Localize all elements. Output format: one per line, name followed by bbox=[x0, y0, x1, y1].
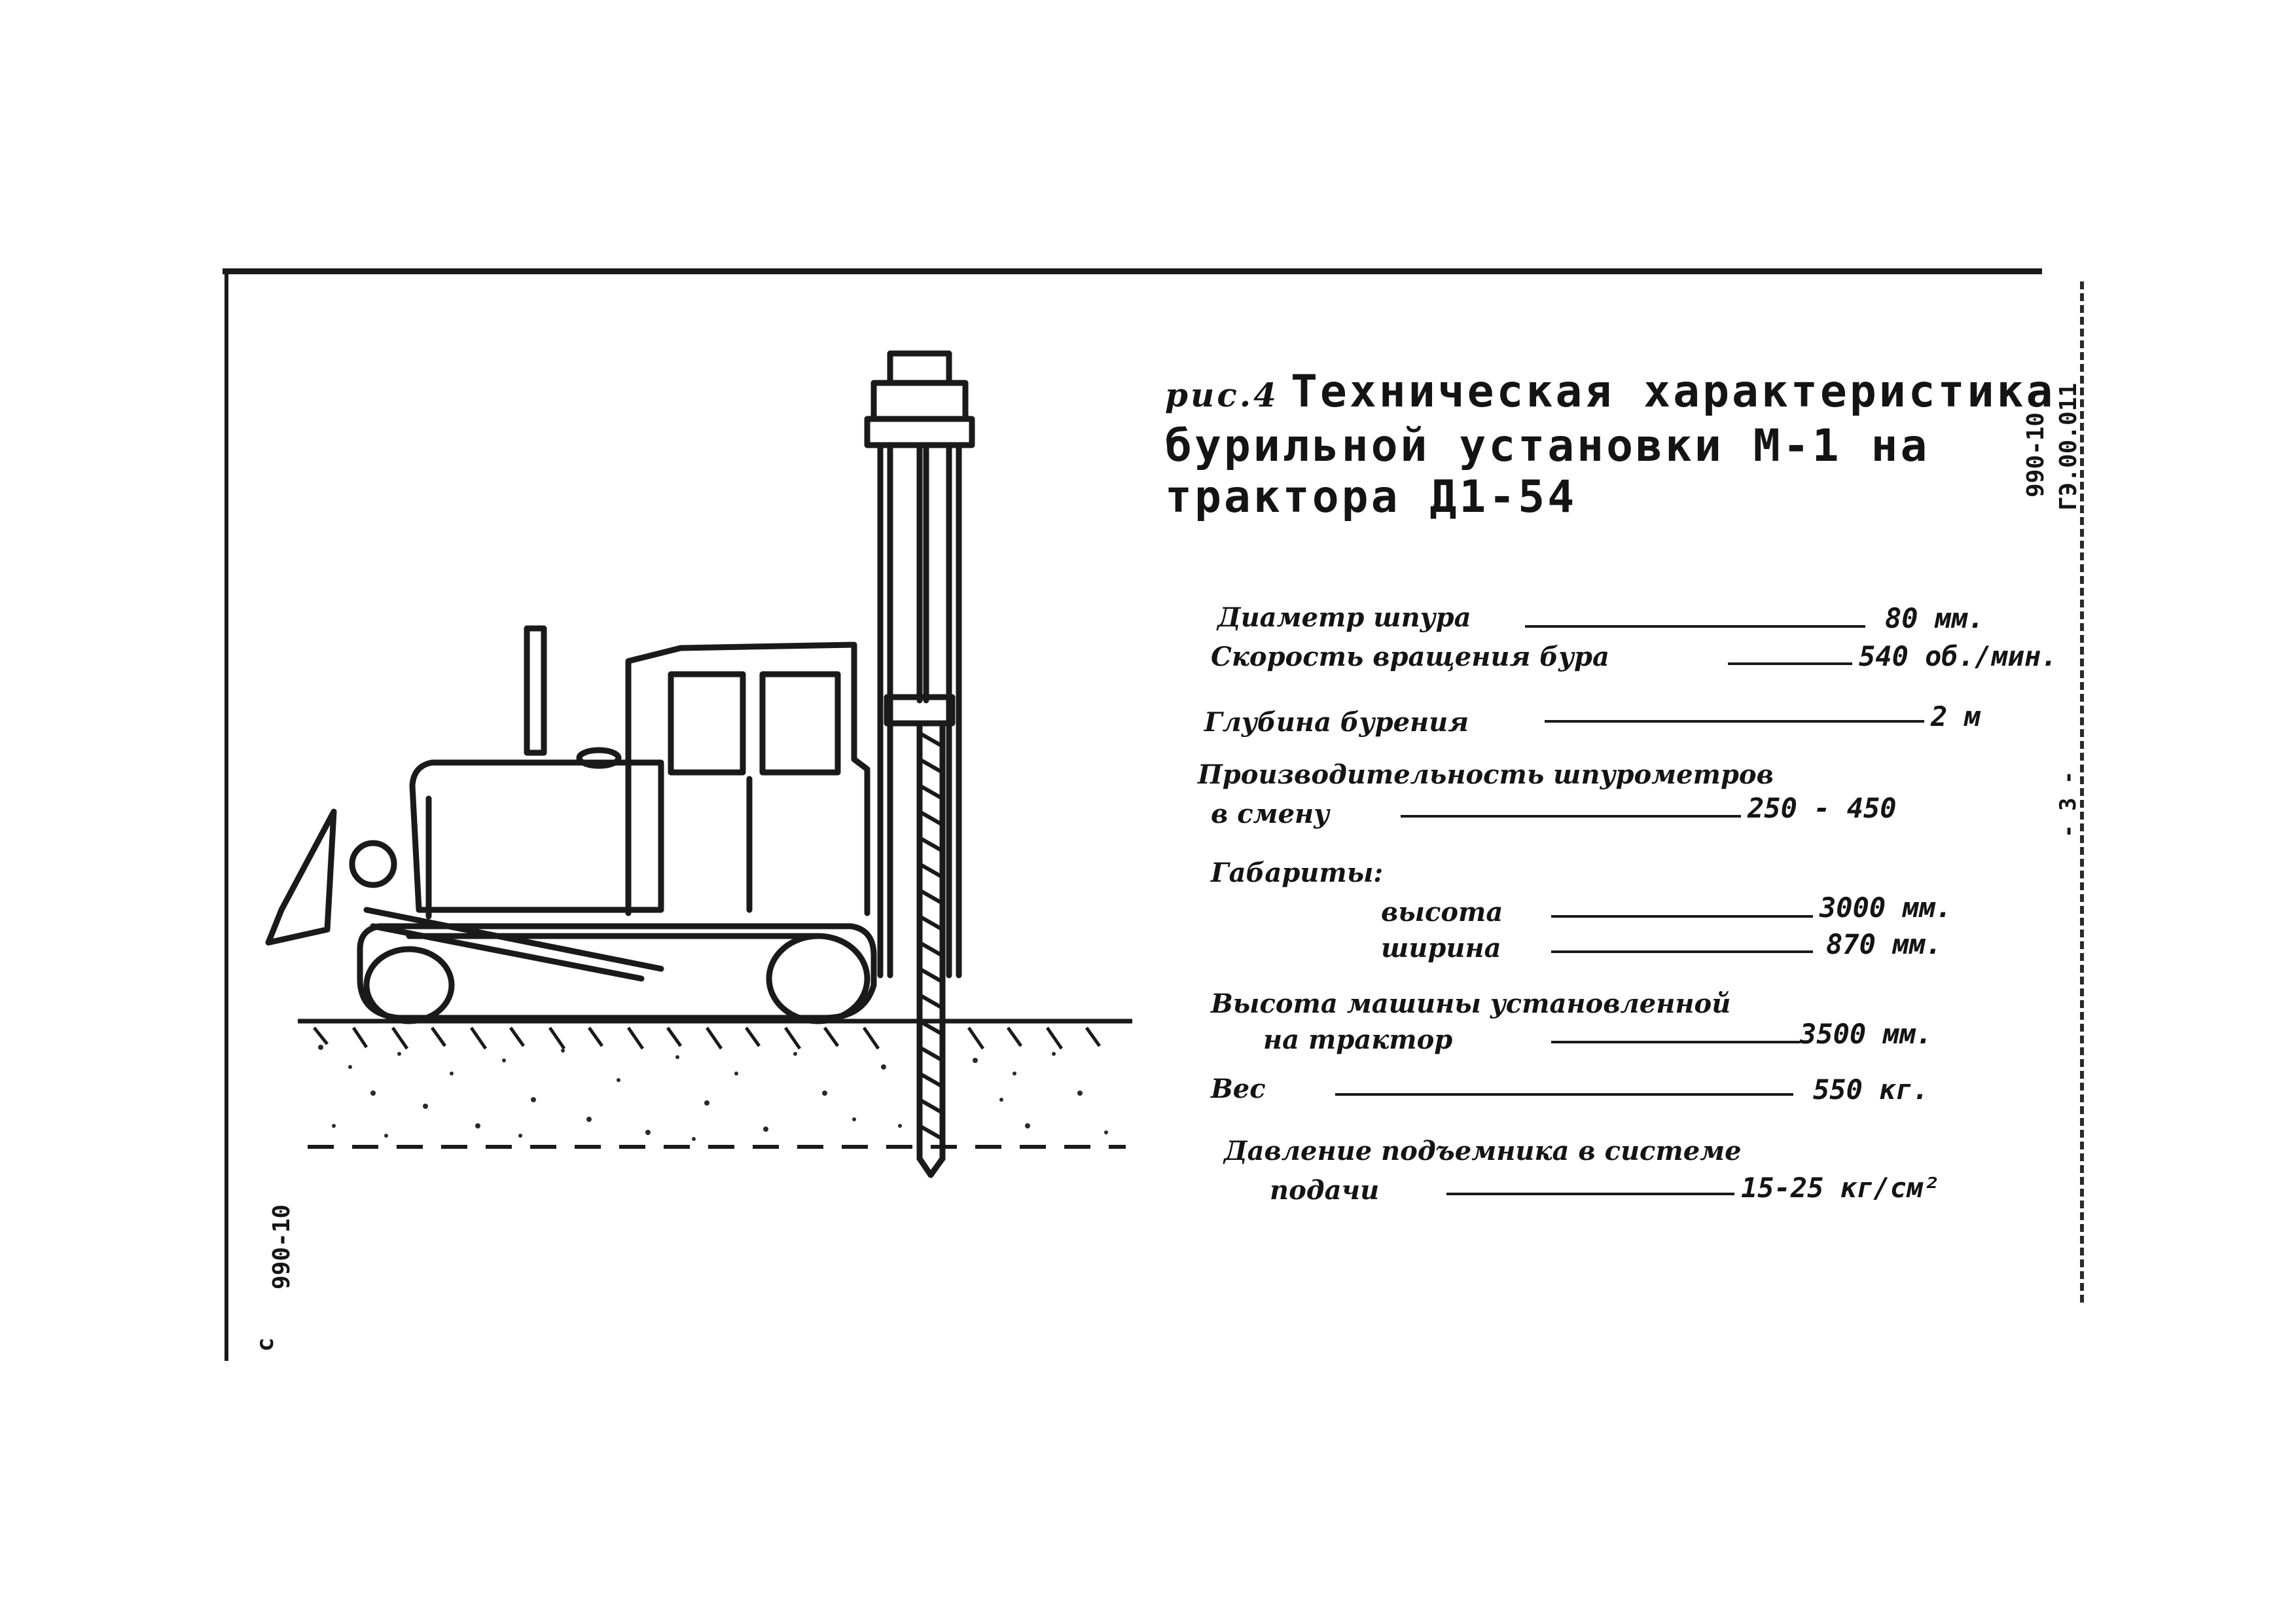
spec-label-height: высота bbox=[1381, 897, 1503, 928]
spec-label-pressure-feed: подачи bbox=[1270, 1175, 1380, 1206]
spec-label-machine-height: Высота машины установленной bbox=[1211, 988, 1731, 1019]
tractor-cab bbox=[625, 641, 870, 916]
frame-top-border bbox=[223, 268, 2042, 274]
spec-leader bbox=[1551, 1041, 1800, 1043]
figure-number: рис.4 bbox=[1165, 376, 1279, 414]
spec-value-pressure: 15-25 кг/см² bbox=[1741, 1172, 1940, 1204]
spec-leader bbox=[1335, 1093, 1793, 1096]
title-line-2: бурильной установки М-1 на bbox=[1165, 420, 1930, 472]
spec-label-width: ширина bbox=[1381, 933, 1501, 964]
specifications-list: Диаметр шпура 80 мм. Скорость вращения б… bbox=[1198, 589, 2068, 1231]
frame-right-border bbox=[2080, 281, 2084, 1303]
side-code-bottom-left: 990-10 bbox=[268, 1204, 295, 1290]
front-sprocket-wheel bbox=[766, 933, 870, 1024]
spec-label-rotation-speed: Скорость вращения бура bbox=[1211, 641, 1609, 672]
rear-idler-wheel bbox=[363, 946, 455, 1024]
spec-leader bbox=[1401, 815, 1741, 818]
drilling-rig-drawing bbox=[265, 350, 1132, 1178]
spec-label-drilling-depth: Глубина бурения bbox=[1204, 707, 1469, 738]
spec-label-machine-height-on-tractor: на трактор bbox=[1263, 1024, 1453, 1055]
frame-left-border bbox=[224, 271, 228, 1361]
spec-label-bore-diameter: Диаметр шпура bbox=[1217, 602, 1471, 633]
side-code-top-right-2: ГЭ.00.011 bbox=[2055, 382, 2082, 511]
page-number: - 3 - bbox=[2055, 770, 2081, 838]
mast-head bbox=[870, 380, 969, 422]
spec-label-productivity: Производительность шпурометров bbox=[1198, 759, 1774, 790]
mast-top-cap bbox=[887, 350, 952, 386]
spec-leader bbox=[1545, 720, 1924, 723]
spec-value-machine-height: 3500 мм. bbox=[1800, 1018, 1933, 1050]
mast-collar bbox=[864, 416, 975, 448]
title-line-3: трактора Д1-54 bbox=[1165, 471, 1577, 523]
exhaust-pipe bbox=[524, 625, 547, 756]
spec-leader bbox=[1446, 1193, 1734, 1195]
engine-hood bbox=[409, 759, 664, 913]
side-code-bottom-left-2: с bbox=[252, 1337, 279, 1352]
spec-value-drilling-depth: 2 м bbox=[1931, 700, 1981, 732]
spec-leader bbox=[1525, 625, 1865, 628]
bulldozer-blade bbox=[265, 808, 337, 946]
spec-label-dimensions: Габариты: bbox=[1211, 857, 1384, 888]
spec-value-weight: 550 кг. bbox=[1813, 1074, 1929, 1106]
spec-label-pressure: Давление подъемника в системе bbox=[1224, 1136, 1742, 1166]
spec-value-rotation-speed: 540 об./мин. bbox=[1859, 640, 2058, 672]
spec-value-productivity: 250 - 450 bbox=[1748, 792, 1897, 824]
spec-leader bbox=[1728, 662, 1852, 665]
spec-label-productivity-per-shift: в смену bbox=[1211, 799, 1330, 829]
side-code-top-right-1: 990-10 bbox=[2022, 412, 2049, 497]
spec-value-width: 870 мм. bbox=[1826, 928, 1943, 960]
spec-value-bore-diameter: 80 мм. bbox=[1885, 602, 1984, 634]
spec-value-height: 3000 мм. bbox=[1820, 892, 1952, 924]
spec-leader bbox=[1551, 950, 1813, 953]
spec-leader bbox=[1551, 915, 1813, 918]
spec-label-weight: Вес bbox=[1211, 1074, 1266, 1104]
